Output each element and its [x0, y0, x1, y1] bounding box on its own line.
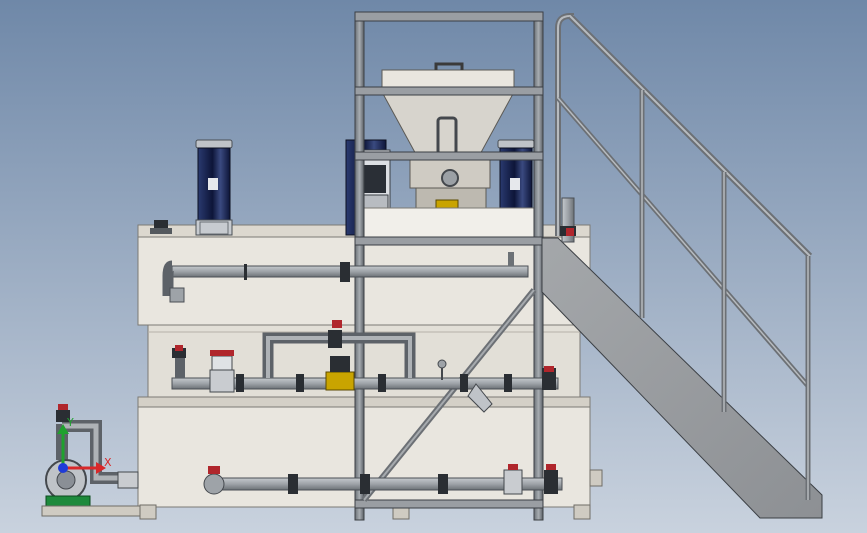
stair-ramp	[541, 237, 823, 519]
coordinate-triad-icon: X Y	[57, 416, 112, 474]
tank-foot-right	[573, 504, 591, 520]
middle-pipe-manifold[interactable]	[171, 320, 559, 413]
valve-icon[interactable]	[209, 350, 235, 393]
solenoid-valve[interactable]	[325, 356, 355, 391]
access-stairs[interactable]	[541, 13, 823, 519]
overflow-pipe[interactable]	[560, 197, 576, 243]
lower-outlet-pipe[interactable]	[203, 464, 563, 495]
vent-fitting[interactable]	[150, 220, 172, 234]
upper-transfer-pipe[interactable]	[162, 252, 529, 303]
tank-foot-left	[139, 504, 157, 520]
triad-y-label: Y	[66, 416, 74, 429]
mixer-motor-left[interactable]	[195, 139, 233, 236]
triad-x-label: X	[104, 456, 112, 469]
powder-hopper[interactable]	[361, 62, 535, 239]
mixer-motor-right[interactable]	[497, 139, 535, 214]
